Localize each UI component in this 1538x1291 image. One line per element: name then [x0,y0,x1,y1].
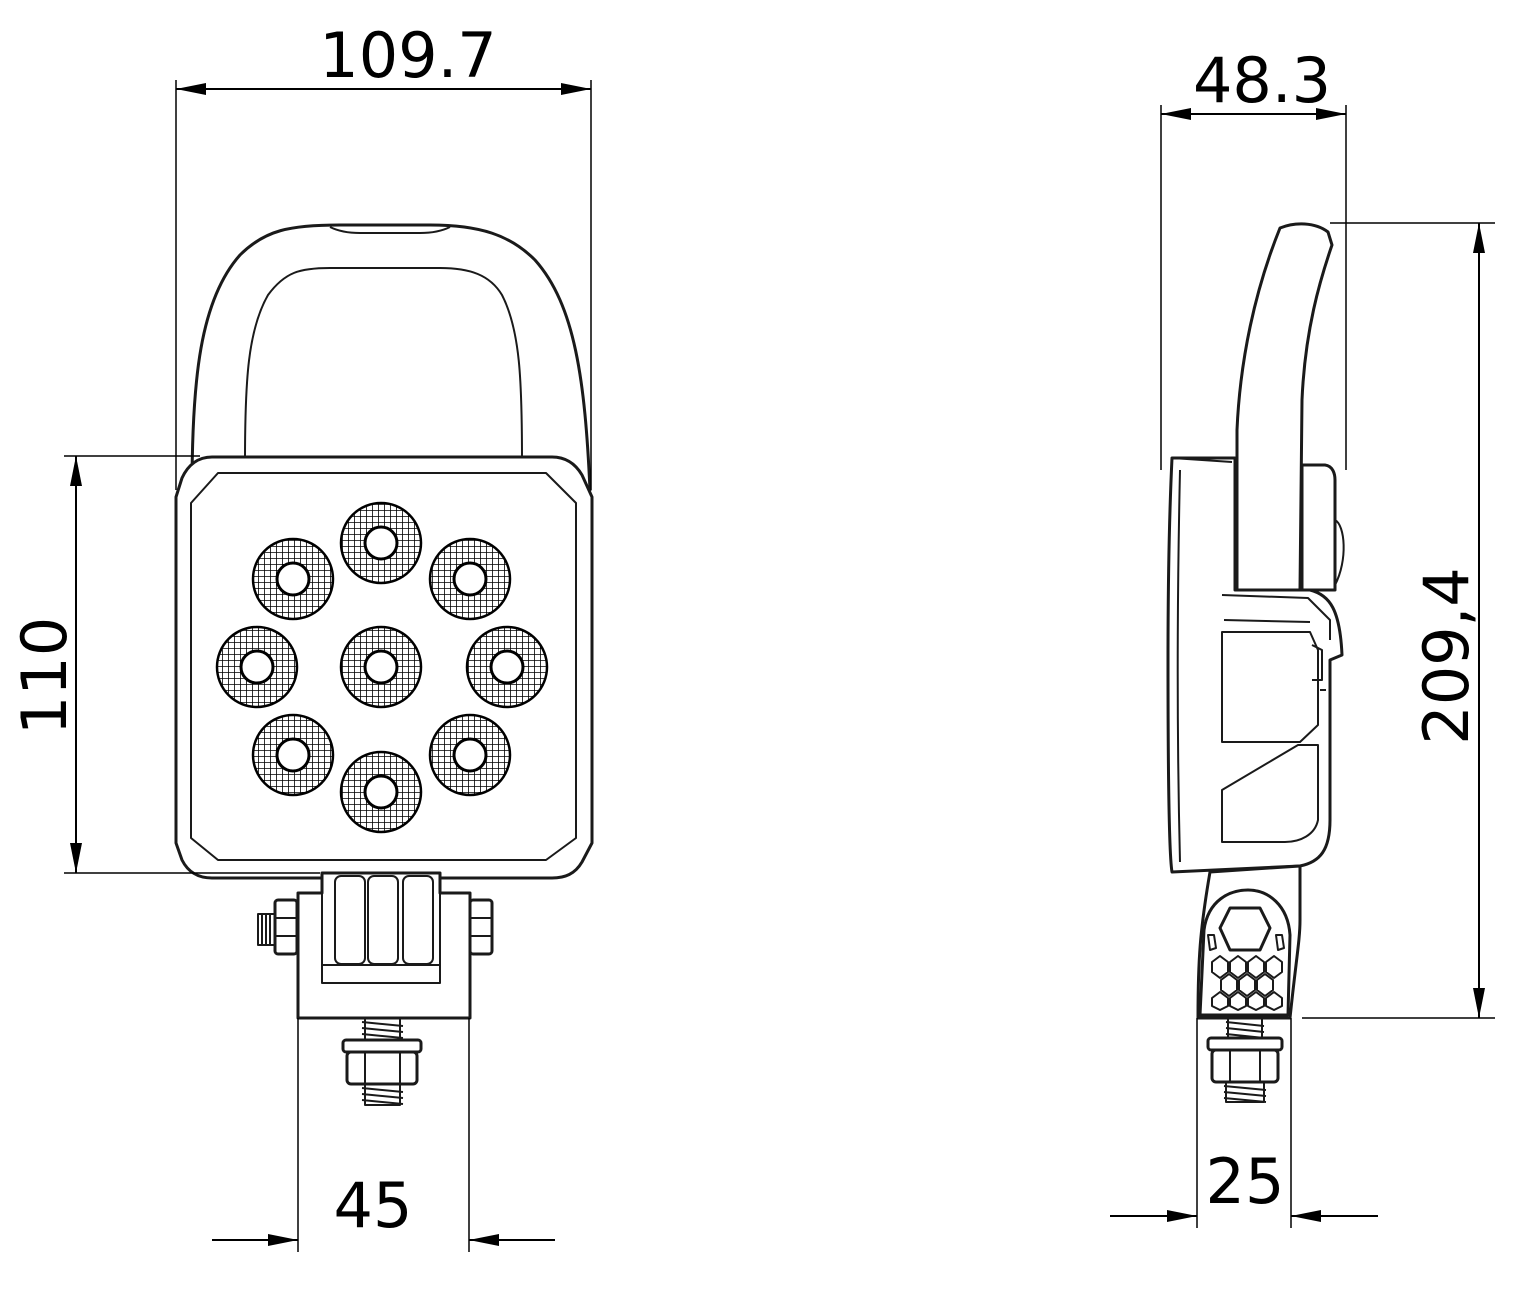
dim-front-height-label: 110 [8,617,81,735]
dim-front-width: 109.7 [175,19,592,490]
dim-side-height-label: 209,4 [1410,567,1483,745]
led-lens-upper-left [251,537,335,621]
dim-side-depth: 48.3 [1160,44,1347,470]
led-lens-left [215,625,299,709]
led-lens-bottom [339,750,423,834]
front-handle [190,223,592,492]
front-view: 109.7 110 45 [8,19,594,1252]
dim-side-height: 209,4 [1302,222,1495,1019]
dim-side-bracket-width-label: 25 [1206,1145,1285,1218]
led-lens-top [339,501,423,585]
dim-side-depth-label: 48.3 [1193,44,1331,117]
side-mount-bracket [1196,864,1302,1103]
dim-side-bracket-width: 25 [1110,1018,1378,1228]
side-view: 48.3 209,4 25 [1110,44,1495,1228]
led-lens-lower-left [251,713,335,797]
led-lens-lower-right [428,713,512,797]
led-lens-upper-right [428,537,512,621]
side-handle [1235,222,1334,592]
led-lens-right [465,625,549,709]
front-mount-bracket [257,871,494,1106]
dim-front-width-label: 109.7 [319,19,497,92]
led-lens-center [339,625,423,709]
dim-bracket-width: 45 [212,1018,555,1252]
side-housing [1166,456,1345,874]
dim-bracket-width-label: 45 [334,1169,413,1242]
led-array [215,501,549,834]
dim-front-height: 110 [8,455,320,874]
